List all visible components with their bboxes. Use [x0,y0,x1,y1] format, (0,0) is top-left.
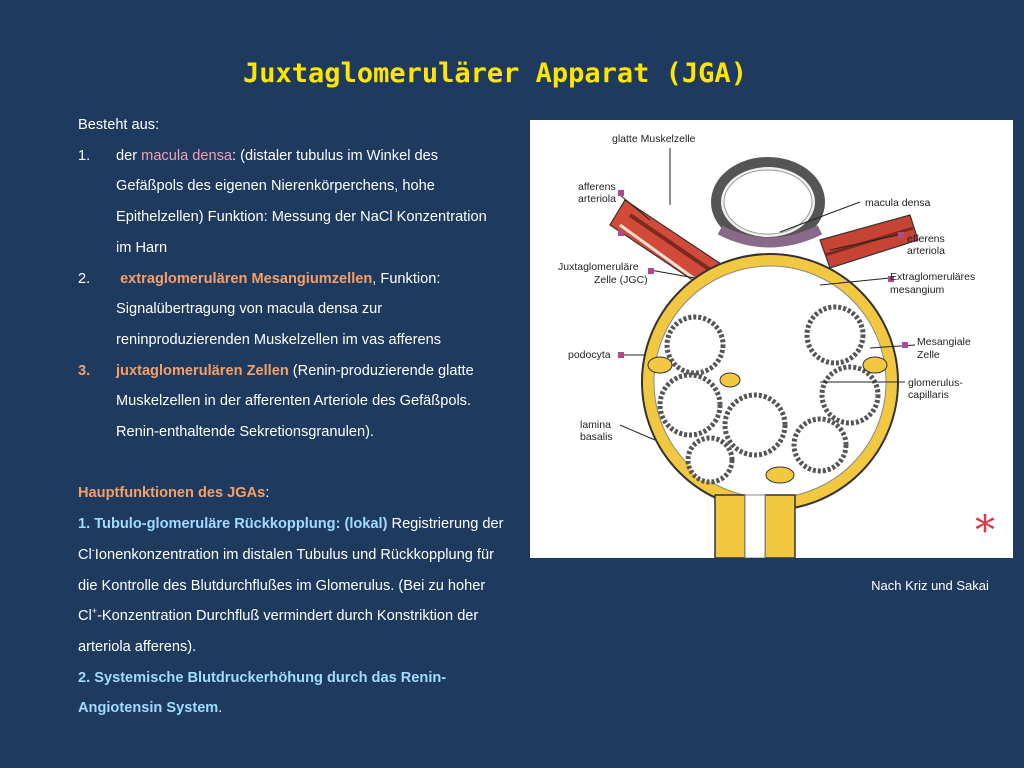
slide-title: Juxtaglomerulärer Apparat (JGA) [243,58,747,89]
label-markers [618,190,908,358]
item-2-text: , Funktion: [372,270,441,287]
functions-heading-suffix: : [265,485,270,502]
functions-heading: Hauptfunktionen des JGAs [78,485,266,502]
function-1-line-1: 1. Tubulo-glomeruläre Rückkopplung: (lok… [78,509,528,540]
function-1-label: 1. Tubulo-glomeruläre Rückkopplung: (lok… [78,516,388,533]
label-glatte-muskelzelle: glatte Muskelzelle [612,133,696,145]
label-efferens-1: efferens [907,233,945,245]
label-jgc-1: Juxtaglomeruläre [558,261,639,273]
item-1-line-1: 1. der macula densa: (distaler tubulus im… [78,141,528,172]
item-2-term: extraglomerulären Mesangiumzellen [120,270,373,287]
functions-heading-line: Hauptfunktionen des JGAs: [78,478,528,509]
function-1-line-3: die Kontrolle des Blutdurchflußes im Glo… [78,577,486,594]
item-2-number: 2. [78,270,91,287]
jga-diagram: glatte Muskelzelle afferens arteriola ma… [530,120,1013,558]
text-block: Besteht aus: 1. der macula densa: (distal… [78,110,528,724]
label-mesangiale-2: Zelle [917,349,940,361]
function-2-label: 2. Systemische Blutdruckerhöhung durch d… [78,669,447,686]
item-1-term: macula densa [141,147,233,164]
proximal-tubule [714,494,796,558]
item-1-pre: der [116,147,142,164]
label-podocyta: podocyta [568,349,611,361]
label-afferens-2: arteriola [578,193,616,205]
item-2-line-1: 2. extraglomerulären Mesangiumzellen, Fu… [78,264,528,295]
distal-tubule [711,157,825,248]
asterisk-mark: * [975,508,995,554]
function-1-line-2: Cl-Ionenkonzentration im distalen Tubulu… [78,544,494,563]
item-1-line-4: im Harn [116,239,168,256]
item-3-text: (Renin-produzierende glatte [288,362,474,379]
figure-caption: Nach Kriz und Sakai [871,578,989,593]
label-jgc-2: Zelle (JGC) [594,274,648,286]
label-lamina-2: basalis [580,431,613,443]
podocyte-patches [647,356,888,484]
function-2-line-1: 2. Systemische Blutdruckerhöhung durch d… [78,663,528,694]
label-extra-2: mesangium [890,284,945,296]
intro-line: Besteht aus: [78,117,160,133]
item-3-number: 3. [78,362,91,379]
label-extra-1: Extraglomeruläres [890,271,975,283]
item-3-line-1: 3. juxtaglomerulären Zellen (Renin-produz… [78,356,528,387]
function-1-line-5: arteriola afferens). [78,638,197,655]
label-capillaris-1: glomerulus- [908,377,963,389]
label-mesangiale-1: Mesangiale [917,336,971,348]
function-2-line-2: Angiotensin System. [78,700,223,717]
item-2-line-2: Signalübertragung von macula densa zur [116,301,383,318]
item-1-line-2: Gefäßpols des eigenen Nierenkörperchens,… [116,178,435,195]
function-1-line-4: Cl+-Konzentration Durchfluß vermindert d… [78,606,479,625]
item-3-line-3: Renin-enthaltende Sekretionsgranulen). [116,424,374,441]
item-3-line-2: Muskelzellen in der afferenten Arteriole… [116,393,472,410]
jga-illustration: glatte Muskelzelle afferens arteriola ma… [558,133,975,558]
label-efferens-2: arteriola [907,245,945,257]
pointer-lines [619,148,916,441]
function-2-label-cont: Angiotensin System [78,700,219,717]
item-1-text: : (distaler tubulus im Winkel des [232,147,439,164]
label-capillaris-2: capillaris [908,389,949,401]
item-1-number: 1. [78,147,91,164]
glomerular-capillaries [657,304,881,485]
label-macula-densa: macula densa [865,197,931,209]
function-1-text: Registrierung der [387,516,504,533]
label-lamina-1: lamina [580,419,611,431]
item-1-line-3: Epithelzellen) Funktion: Messung der NaC… [116,209,487,226]
item-3-term: juxtaglomerulären Zellen [116,362,289,379]
label-afferens-1: afferens [578,181,616,193]
item-2-line-3: reninproduzierenden Muskelzellen im vas … [116,331,442,348]
